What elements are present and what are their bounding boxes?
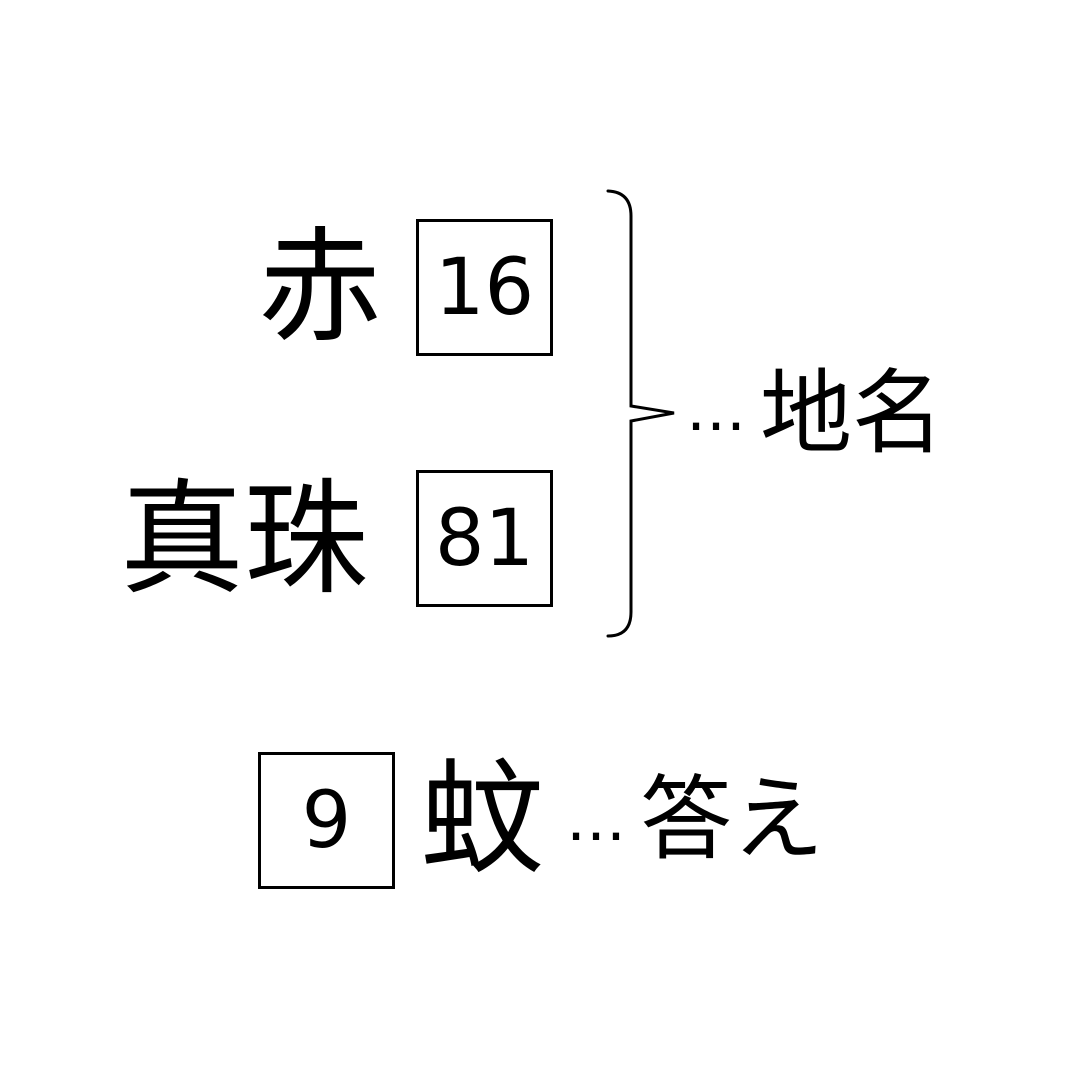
group-ellipsis: … bbox=[686, 375, 746, 445]
answer-label: 答え bbox=[640, 766, 825, 873]
clue-kanji-1: 赤 bbox=[258, 216, 383, 360]
clue-number-2: 81 bbox=[434, 493, 535, 584]
clue-number-box-2: 81 bbox=[416, 470, 553, 607]
group-label: 地名 bbox=[760, 360, 945, 467]
clue-kanji-2: 真珠 bbox=[120, 468, 369, 612]
answer-number: 9 bbox=[301, 775, 352, 866]
answer-number-box: 9 bbox=[258, 752, 395, 889]
clue-number-box-1: 16 bbox=[416, 219, 553, 356]
answer-kanji: 蚊 bbox=[420, 748, 545, 892]
answer-ellipsis: … bbox=[566, 785, 626, 855]
curly-brace-path bbox=[606, 189, 675, 638]
clue-number-1: 16 bbox=[434, 242, 535, 333]
